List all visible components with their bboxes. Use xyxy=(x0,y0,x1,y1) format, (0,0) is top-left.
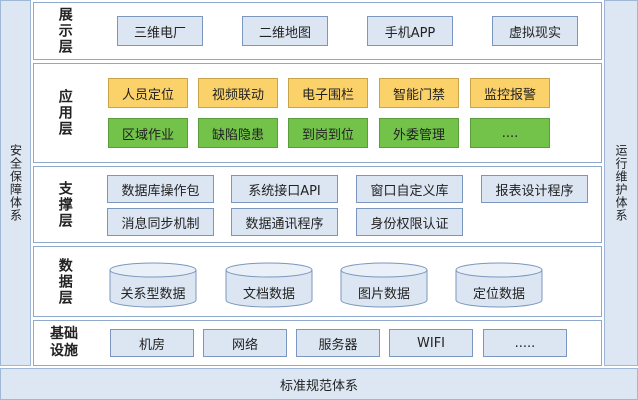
support-item-db-package: 数据库操作包 xyxy=(107,175,214,203)
app-item-monitor-alarm: 监控报警 xyxy=(470,78,550,108)
data-layer-title: 数据层 xyxy=(56,257,73,306)
infra-item-more: ..... xyxy=(483,329,567,357)
data-layer: 数据层 关系型数据 文档数据 图片数据 定位数据 xyxy=(33,246,602,317)
app-item-area-work: 区域作业 xyxy=(108,118,188,148)
app-item-outsourcing: 外委管理 xyxy=(379,118,459,148)
data-item-document-label: 文档数据 xyxy=(242,286,295,302)
infrastructure-layer: 基础 设施 机房 网络 服务器 WIFI ..... xyxy=(33,320,602,366)
support-item-message-sync: 消息同步机制 xyxy=(107,208,214,236)
support-item-window-library: 窗口自定义库 xyxy=(356,175,463,203)
app-item-electronic-fence: 电子围栏 xyxy=(288,78,368,108)
operations-system-bar: 运行维护体系 xyxy=(604,0,638,366)
support-layer-title: 支撑层 xyxy=(56,180,73,229)
application-layer: 应用层 人员定位 视频联动 电子围栏 智能门禁 监控报警 区域作业 缺陷隐患 到… xyxy=(33,63,602,163)
data-item-image: 图片数据 xyxy=(340,262,428,308)
operations-system-label: 运行维护体系 xyxy=(614,144,628,222)
database-cylinder-icon xyxy=(340,262,428,308)
database-cylinder-icon xyxy=(455,262,543,308)
data-item-location: 定位数据 xyxy=(455,262,543,308)
data-item-location-label: 定位数据 xyxy=(472,286,525,302)
data-item-image-label: 图片数据 xyxy=(357,286,410,302)
app-item-video-linkage: 视频联动 xyxy=(198,78,278,108)
support-item-identity-auth: 身份权限认证 xyxy=(356,208,463,236)
display-item-2d-map: 二维地图 xyxy=(242,16,328,46)
database-cylinder-icon xyxy=(225,262,313,308)
display-item-mobile-app: 手机APP xyxy=(367,16,453,46)
security-system-bar: 安全保障体系 xyxy=(0,0,31,366)
app-item-personnel-location: 人员定位 xyxy=(108,78,188,108)
support-layer: 支撑层 数据库操作包 系统接口API 窗口自定义库 报表设计程序 消息同步机制 … xyxy=(33,166,602,243)
infra-item-server-room: 机房 xyxy=(110,329,194,357)
app-item-more: .... xyxy=(470,118,550,148)
infra-item-server: 服务器 xyxy=(296,329,380,357)
support-item-system-api: 系统接口API xyxy=(231,175,338,203)
app-item-on-duty: 到岗到位 xyxy=(288,118,368,148)
standards-system-bar: 标准规范体系 xyxy=(0,368,638,400)
app-item-defect-hazard: 缺陷隐患 xyxy=(198,118,278,148)
display-layer: 展示层 三维电厂 二维地图 手机APP 虚拟现实 xyxy=(33,2,602,60)
database-cylinder-icon xyxy=(109,262,197,308)
standards-system-label: 标准规范体系 xyxy=(279,378,358,394)
infrastructure-layer-title: 基础 设施 xyxy=(50,325,78,360)
support-item-data-comm: 数据通讯程序 xyxy=(231,208,338,236)
infra-item-network: 网络 xyxy=(203,329,287,357)
display-layer-title: 展示层 xyxy=(56,7,73,55)
data-item-document: 文档数据 xyxy=(225,262,313,308)
display-item-virtual-reality: 虚拟现实 xyxy=(492,16,578,46)
display-item-3d-plant: 三维电厂 xyxy=(117,16,203,46)
application-layer-title: 应用层 xyxy=(56,89,73,137)
app-item-smart-access: 智能门禁 xyxy=(379,78,459,108)
data-item-relational-label: 关系型数据 xyxy=(120,286,186,302)
security-system-label: 安全保障体系 xyxy=(8,144,23,222)
infra-item-wifi: WIFI xyxy=(389,329,473,357)
data-item-relational: 关系型数据 xyxy=(109,262,197,308)
support-item-report-designer: 报表设计程序 xyxy=(481,175,588,203)
